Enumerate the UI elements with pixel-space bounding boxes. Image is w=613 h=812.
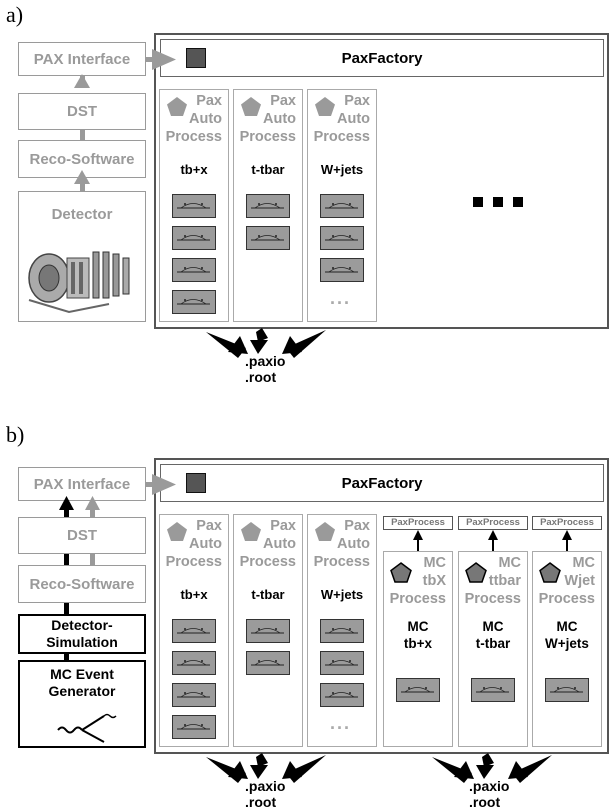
pentagon-icon <box>167 522 187 541</box>
a-output-arrows <box>206 328 326 358</box>
panel_b-mc-event-thumbnail <box>471 678 515 702</box>
a-detector-box: Detector <box>18 191 146 322</box>
detector-image-icon <box>28 251 130 314</box>
panel_b-event-thumbnail <box>246 651 290 675</box>
b-paxprocess-tag-wjet: PaxProcess <box>532 516 602 530</box>
b-output-label-left: .paxio.root <box>245 778 286 810</box>
b-pax-interface-box: PAX Interface <box>18 467 146 501</box>
panel_a-event-thumbnail <box>246 226 290 250</box>
b-paxprocess-tag-ttbar: PaxProcess <box>458 516 528 530</box>
panel-b-label: b) <box>6 422 25 447</box>
a-interface-to-factory-arrow <box>146 49 176 70</box>
pentagon-icon <box>390 562 412 583</box>
b-output-label-right: .paxio.root <box>469 778 510 810</box>
b-factory-square-icon <box>186 473 206 493</box>
panel_a-event-thumbnail <box>172 194 216 218</box>
panel_a-event-thumbnail <box>320 258 364 282</box>
b-wjets-name: W+jets <box>320 587 364 602</box>
b-stack-connectors <box>59 496 100 660</box>
panel_b-event-thumbnail <box>172 619 216 643</box>
a-dst-box: DST <box>18 93 146 130</box>
b-mc-generator-label: MC Event Generator <box>48 666 116 699</box>
panel_a-event-thumbnail <box>246 194 290 218</box>
pentagon-icon <box>315 522 335 541</box>
panel_b-mc-event-thumbnail <box>396 678 440 702</box>
a-paxfactory-container: PaxFactory <box>154 33 609 329</box>
panel_a-event-thumbnail <box>172 290 216 314</box>
a-detector-label: Detector <box>51 206 113 223</box>
b-mc-event-generator-box: MC Event Generator <box>18 660 146 748</box>
b-paxfactory-title: PaxFactory <box>341 475 423 492</box>
b-ttbar-name: t-tbar <box>251 587 285 602</box>
panel_b-event-thumbnail <box>172 715 216 739</box>
b-interface-to-factory-arrow <box>146 474 176 495</box>
pentagon-icon <box>465 562 487 583</box>
a-wjets-more-dots: ... <box>330 288 352 308</box>
b-dst-box: DST <box>18 517 146 554</box>
panel_b-event-thumbnail <box>320 651 364 675</box>
panel_b-event-thumbnail <box>172 651 216 675</box>
a-ttbar-name: t-tbar <box>251 162 285 177</box>
pentagon-icon <box>167 97 187 116</box>
panel_a-event-thumbnail <box>172 258 216 282</box>
panel_b-event-thumbnail <box>320 619 364 643</box>
a-tbx-name: tb+x <box>180 162 208 177</box>
b-reco-software-box: Reco-Software <box>18 565 146 603</box>
a-more-processes-icon <box>473 197 523 207</box>
a-paxfactory-header: PaxFactory <box>160 39 604 77</box>
panel_b-event-thumbnail <box>172 683 216 707</box>
pentagon-icon <box>315 97 335 116</box>
a-stack-connectors <box>74 74 90 191</box>
b-mc-up-arrows <box>413 530 572 551</box>
a-paxfactory-title: PaxFactory <box>341 50 423 67</box>
panel_b-event-thumbnail <box>246 619 290 643</box>
a-wjets-name: W+jets <box>320 162 364 177</box>
b-output-arrows-left <box>206 753 326 783</box>
b-paxfactory-header: PaxFactory <box>160 464 604 502</box>
panel-a-label: a) <box>6 2 24 27</box>
a-output-label: .paxio.root <box>245 353 286 385</box>
panel_b-mc-event-thumbnail <box>545 678 589 702</box>
pentagon-icon <box>539 562 561 583</box>
panel_b-event-thumbnail <box>320 683 364 707</box>
b-detector-simulation-box: Detector- Simulation <box>18 614 146 654</box>
b-paxprocess-tag-tbx: PaxProcess <box>383 516 453 530</box>
panel_a-event-thumbnail <box>172 226 216 250</box>
b-tbx-name: tb+x <box>180 587 208 602</box>
a-factory-square-icon <box>186 48 206 68</box>
pentagon-icon <box>241 522 261 541</box>
pentagon-icon <box>241 97 261 116</box>
panel_a-event-thumbnail <box>320 194 364 218</box>
b-wjets-more-dots: ... <box>330 713 352 733</box>
panel_a-event-thumbnail <box>320 226 364 250</box>
feynman-diagram-icon <box>57 713 117 743</box>
b-output-arrows-right <box>432 753 552 783</box>
